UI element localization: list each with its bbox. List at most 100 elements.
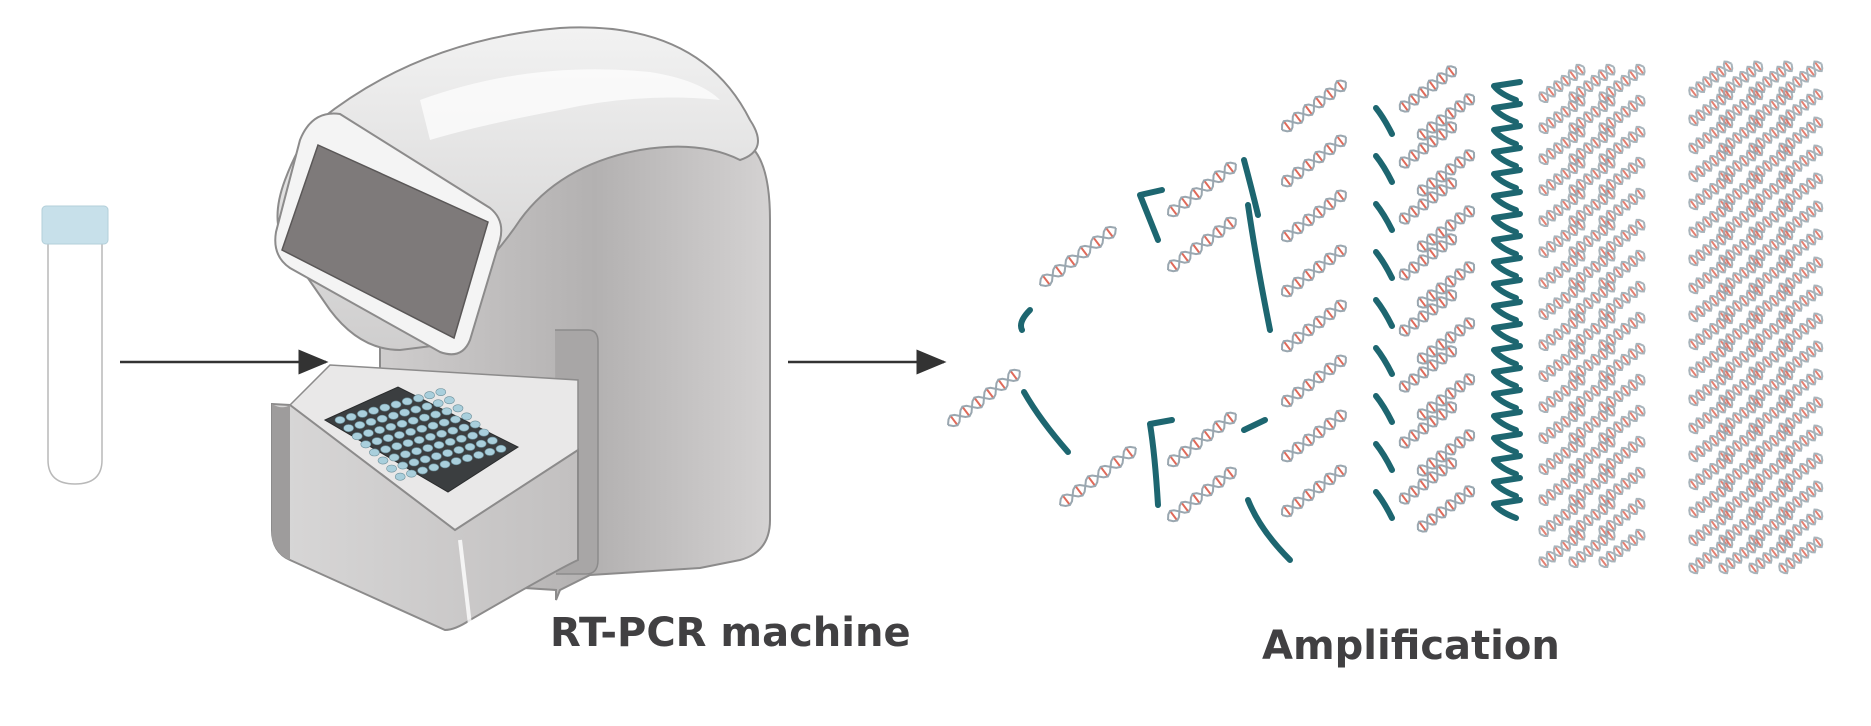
dna-helix-icon	[1281, 464, 1347, 518]
dna-helix-icon	[1688, 396, 1734, 435]
dna-helix-icon	[947, 368, 1021, 428]
dna-helix-icon	[1598, 373, 1646, 414]
well-icon	[394, 472, 406, 481]
dna-helix-icon	[1748, 284, 1794, 323]
dna-helix-icon	[1598, 528, 1646, 569]
primer-icon	[1373, 201, 1395, 233]
well-icon	[424, 391, 435, 400]
dna-helix-icon	[1416, 485, 1476, 533]
primer-icon	[1241, 157, 1273, 333]
rt-pcr-machine-label: RT-PCR machine	[550, 610, 911, 656]
primer-icon	[1373, 105, 1395, 137]
primer-icon	[1373, 297, 1395, 329]
well-icon	[456, 434, 467, 443]
primer-icon	[1373, 393, 1395, 425]
dna-helix-icon	[1398, 177, 1458, 225]
well-icon	[345, 412, 357, 421]
dna-helix-icon	[1538, 63, 1586, 104]
dna-helix-icon	[1688, 60, 1734, 99]
well-icon	[436, 429, 447, 438]
dna-helix-icon	[1416, 317, 1476, 365]
dna-helix-icon	[1167, 411, 1237, 468]
well-icon	[351, 432, 363, 441]
dna-helix-icon	[1748, 172, 1794, 211]
well-icon	[475, 439, 487, 448]
dna-helix-icon	[1416, 429, 1476, 477]
dna-helix-icon	[1568, 156, 1616, 197]
well-icon	[365, 417, 377, 426]
dna-helix-icon	[1718, 396, 1764, 435]
dna-helix-icon	[1538, 404, 1586, 445]
well-icon	[428, 463, 440, 472]
dna-helix-icon	[1778, 88, 1824, 127]
well-icon	[462, 454, 473, 462]
dna-helix-icon	[1598, 63, 1646, 104]
dna-helix-icon	[1568, 218, 1616, 259]
dna-helix-icon	[1568, 125, 1616, 166]
well-icon	[417, 466, 428, 475]
well-icon	[435, 388, 447, 396]
dna-helix-icon	[1688, 116, 1734, 155]
dna-helix-icon	[1568, 63, 1616, 104]
dna-helix-icon	[1167, 161, 1237, 218]
well-icon	[421, 402, 433, 411]
dna-helix-icon	[1568, 187, 1616, 228]
dna-helix-icon	[1568, 373, 1616, 414]
primer-icon	[1491, 387, 1523, 411]
primer-icon	[1491, 497, 1523, 521]
well-icon	[453, 446, 465, 454]
well-icon	[431, 452, 442, 461]
dna-helix-icon	[1398, 401, 1458, 449]
well-icon	[397, 461, 409, 470]
dna-helix-icon	[1416, 149, 1476, 197]
primer-icon	[1373, 249, 1395, 281]
dna-helix-icon	[1568, 497, 1616, 538]
dna-helix-icon	[1688, 88, 1734, 127]
primer-icon	[1491, 123, 1523, 147]
primer-icon	[1491, 299, 1523, 323]
amplification-label: Amplification	[1262, 623, 1560, 669]
dna-helix-icon	[1688, 256, 1734, 295]
well-icon	[369, 448, 380, 457]
dna-helix-icon	[1281, 244, 1347, 298]
primer-icon	[1147, 417, 1175, 508]
dna-helix-icon	[1538, 497, 1586, 538]
dna-helix-icon	[1568, 404, 1616, 445]
well-icon	[484, 447, 496, 456]
dna-helix-icon	[1688, 312, 1734, 351]
dna-helix-icon	[1568, 249, 1616, 290]
primer-icon	[1491, 211, 1523, 235]
well-icon	[419, 413, 430, 422]
well-icon	[357, 409, 368, 418]
dna-helix-icon	[1688, 200, 1734, 239]
primer-icon	[1018, 307, 1033, 333]
primer-icon	[1491, 189, 1523, 213]
well-icon	[368, 406, 379, 415]
well-icon	[402, 439, 414, 447]
dna-helix-icon	[1598, 497, 1646, 538]
dna-helix-icon	[1538, 187, 1586, 228]
dna-helix-icon	[1167, 466, 1237, 523]
well-icon	[422, 444, 434, 452]
primer-icon	[1021, 389, 1071, 455]
dna-helix-icon	[1748, 536, 1794, 575]
primer-icon	[1491, 365, 1523, 389]
well-icon	[410, 405, 422, 414]
dna-helix-icon	[1568, 342, 1616, 383]
dna-helix-icon	[1568, 435, 1616, 476]
dna-helix-icon	[1538, 373, 1586, 414]
well-icon	[433, 441, 445, 449]
dna-helix-icon	[1778, 116, 1824, 155]
well-icon	[391, 442, 403, 451]
dna-helix-icon	[1398, 121, 1458, 169]
well-icon	[360, 440, 372, 449]
dna-helix-icon	[1688, 536, 1734, 575]
well-icon	[487, 436, 498, 445]
dna-helix-icon	[1568, 94, 1616, 135]
well-icon	[363, 429, 374, 437]
primer-icon	[1491, 167, 1523, 191]
well-icon	[469, 420, 481, 429]
amplification-dna	[947, 60, 1824, 575]
dna-helix-icon	[1538, 249, 1586, 290]
